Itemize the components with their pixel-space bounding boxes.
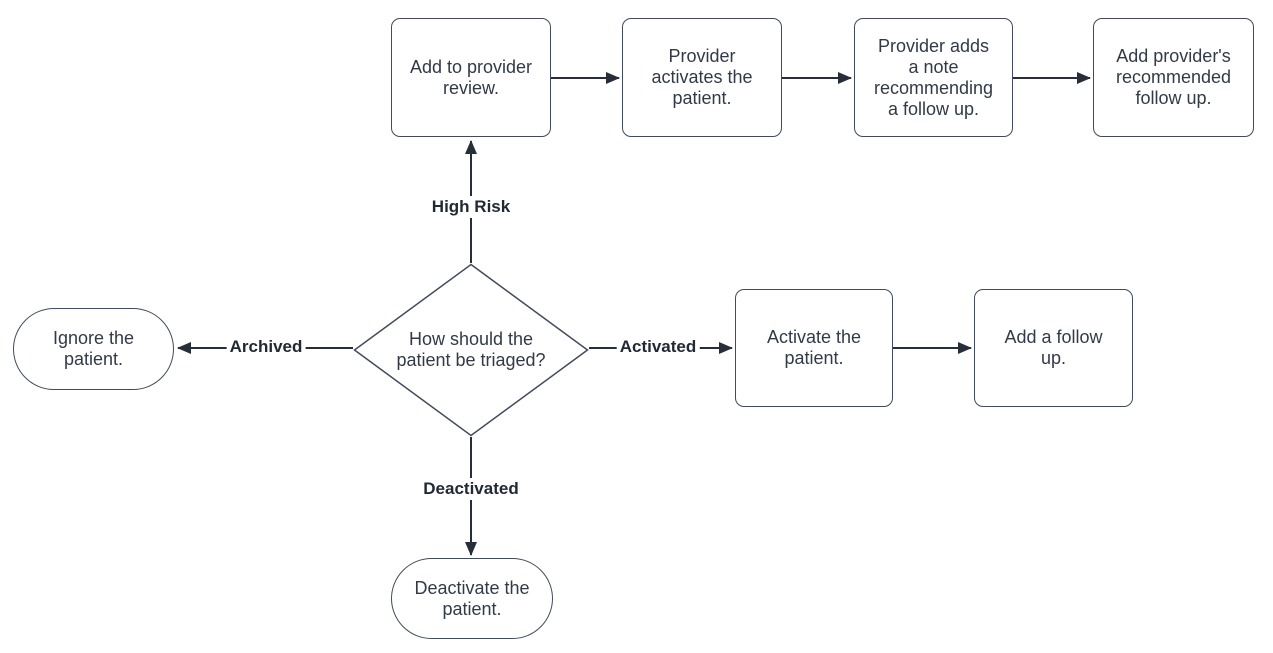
node-triage-decision: How should the patient be triaged? [353,263,589,437]
node-label: Add a follow up. [1004,327,1103,368]
edge-label-archived: Archived [226,336,306,358]
node-ignore-patient: Ignore the patient. [13,308,174,390]
node-provider-adds-note: Provider adds a note recommending a foll… [854,18,1013,137]
node-label: Provider activates the patient. [651,46,753,108]
node-label: Add provider's recommended follow up. [1115,46,1232,108]
node-add-a-followup: Add a follow up. [974,289,1133,407]
edge-label-activated: Activated [616,336,700,358]
node-label: Deactivate the patient. [414,577,530,619]
edge-label-high-risk: High Risk [428,196,514,218]
node-label: Add to provider review. [409,56,533,98]
edge-label-deactivated: Deactivated [420,478,522,500]
node-deactivate-patient: Deactivate the patient. [391,558,553,639]
node-activate-patient: Activate the patient. [735,289,893,407]
node-label: How should the patient be triaged? [396,329,546,370]
node-label: Provider adds a note recommending a foll… [873,35,994,119]
node-provider-activates-patient: Provider activates the patient. [622,18,782,137]
node-label: Activate the patient. [766,327,862,368]
node-label: Ignore the patient. [52,328,135,369]
node-add-to-provider-review: Add to provider review. [391,18,551,137]
diamond-shape [353,263,589,437]
node-add-providers-recommended-followup: Add provider's recommended follow up. [1093,18,1254,137]
